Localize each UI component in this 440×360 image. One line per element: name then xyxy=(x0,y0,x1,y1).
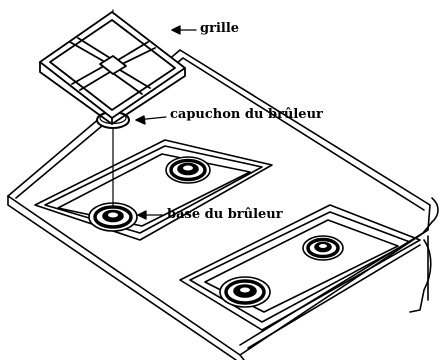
left-burner-pan xyxy=(34,139,273,241)
burner-back-left xyxy=(165,156,211,184)
right-burner-pan xyxy=(179,204,421,331)
grille-label: grille xyxy=(200,21,240,36)
label-arrows xyxy=(135,25,197,220)
burner-back-right xyxy=(302,235,344,261)
burner-base-front-left xyxy=(88,202,138,232)
grille xyxy=(39,11,186,125)
burner-front-right xyxy=(219,276,271,308)
burner-base-label: base du brûleur xyxy=(167,207,283,222)
burner-cap-label: capuchon du brûleur xyxy=(170,107,323,122)
